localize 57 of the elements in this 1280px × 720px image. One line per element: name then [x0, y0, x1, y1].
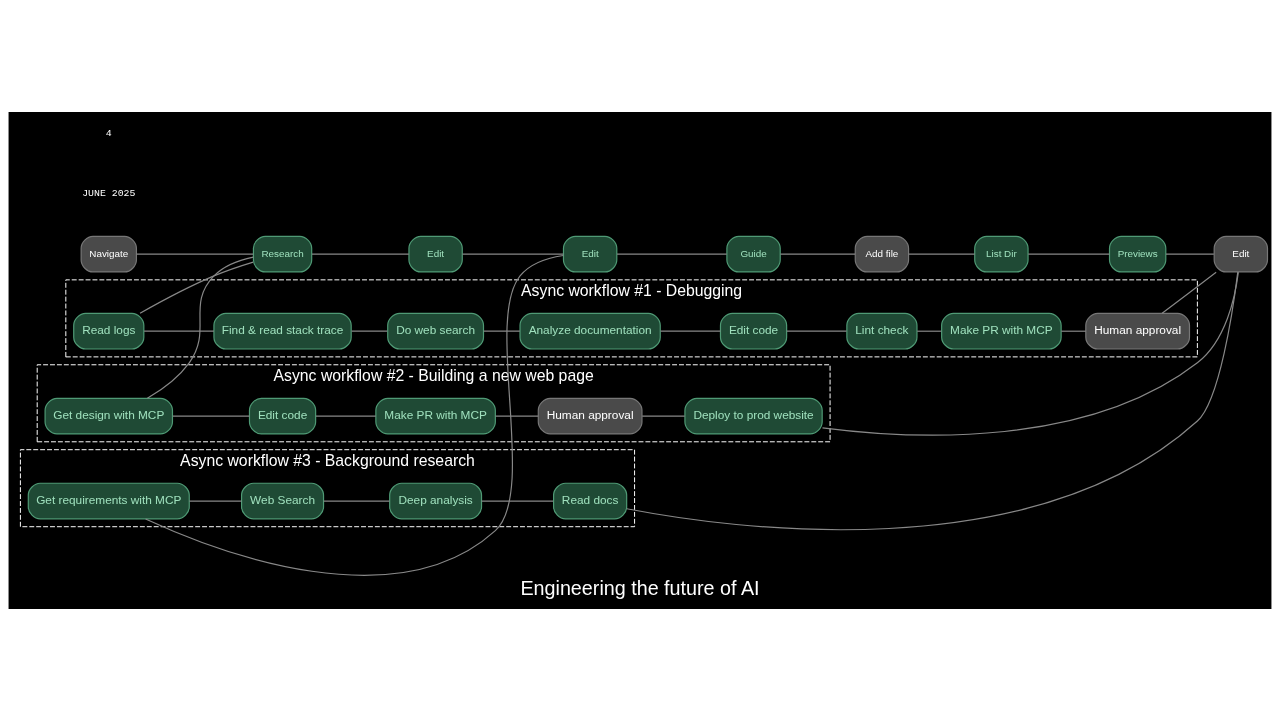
connector: [626, 270, 1239, 530]
connector: [641, 415, 686, 417]
connector: [1165, 253, 1215, 255]
connector: [139, 261, 254, 314]
connector: [1027, 253, 1111, 255]
connector: [1060, 330, 1087, 332]
connector: [136, 253, 254, 255]
connector: [1161, 271, 1217, 314]
node-box: Human approval: [1085, 312, 1191, 350]
connector: [616, 253, 728, 255]
node-box: Edit code: [248, 397, 317, 434]
connector: [351, 330, 388, 332]
node-box: Get requirements with MCP: [27, 482, 190, 519]
node-box: Edit code: [719, 312, 788, 350]
node-box: Navigate: [80, 235, 137, 273]
connector: [323, 499, 391, 502]
node-box: Make PR with MCP: [375, 397, 496, 434]
node-box: Guide: [726, 235, 781, 273]
node-box: Lint check: [846, 312, 918, 350]
node-box: Web Search: [241, 482, 325, 519]
node-box: List Dir: [974, 235, 1029, 273]
connector: [143, 330, 215, 332]
node-box: Edit: [408, 235, 463, 273]
connector: [315, 415, 377, 417]
node-box: Do web search: [387, 312, 485, 350]
connector: [311, 253, 410, 255]
connector: [908, 253, 976, 255]
connector: [659, 330, 722, 332]
node-box: Human approval: [537, 397, 643, 434]
node-box: Analyze documentation: [519, 312, 661, 350]
node-box: Add file: [854, 235, 910, 273]
node-box: Make PR with MCP: [941, 312, 1062, 350]
node-box: Read logs: [73, 312, 145, 350]
node-box: Find & read stack trace: [213, 312, 352, 350]
connector: [461, 253, 564, 255]
node-box: Edit: [1213, 235, 1269, 273]
node-box: Deploy to prod website: [684, 397, 823, 434]
connector: [779, 253, 856, 255]
node-box: Previews: [1108, 235, 1167, 273]
connector: [188, 499, 243, 502]
node-box: Get design with MCP: [44, 397, 174, 434]
label: 4: [105, 127, 112, 139]
connector: [786, 330, 848, 332]
connector: [145, 254, 564, 576]
connector: [821, 271, 1239, 436]
connector: [480, 499, 554, 502]
node-box: Edit: [562, 235, 618, 273]
connector: [495, 415, 539, 417]
connector: [172, 415, 250, 417]
label: JUNE 2025: [82, 187, 136, 199]
connector: [483, 330, 521, 332]
connector: [146, 255, 254, 399]
caption: Engineering the future of AI: [520, 576, 760, 599]
node-box: Research: [252, 235, 313, 273]
node-box: Deep analysis: [389, 482, 483, 519]
node-box: Read docs: [553, 482, 628, 519]
connector: [916, 330, 942, 332]
